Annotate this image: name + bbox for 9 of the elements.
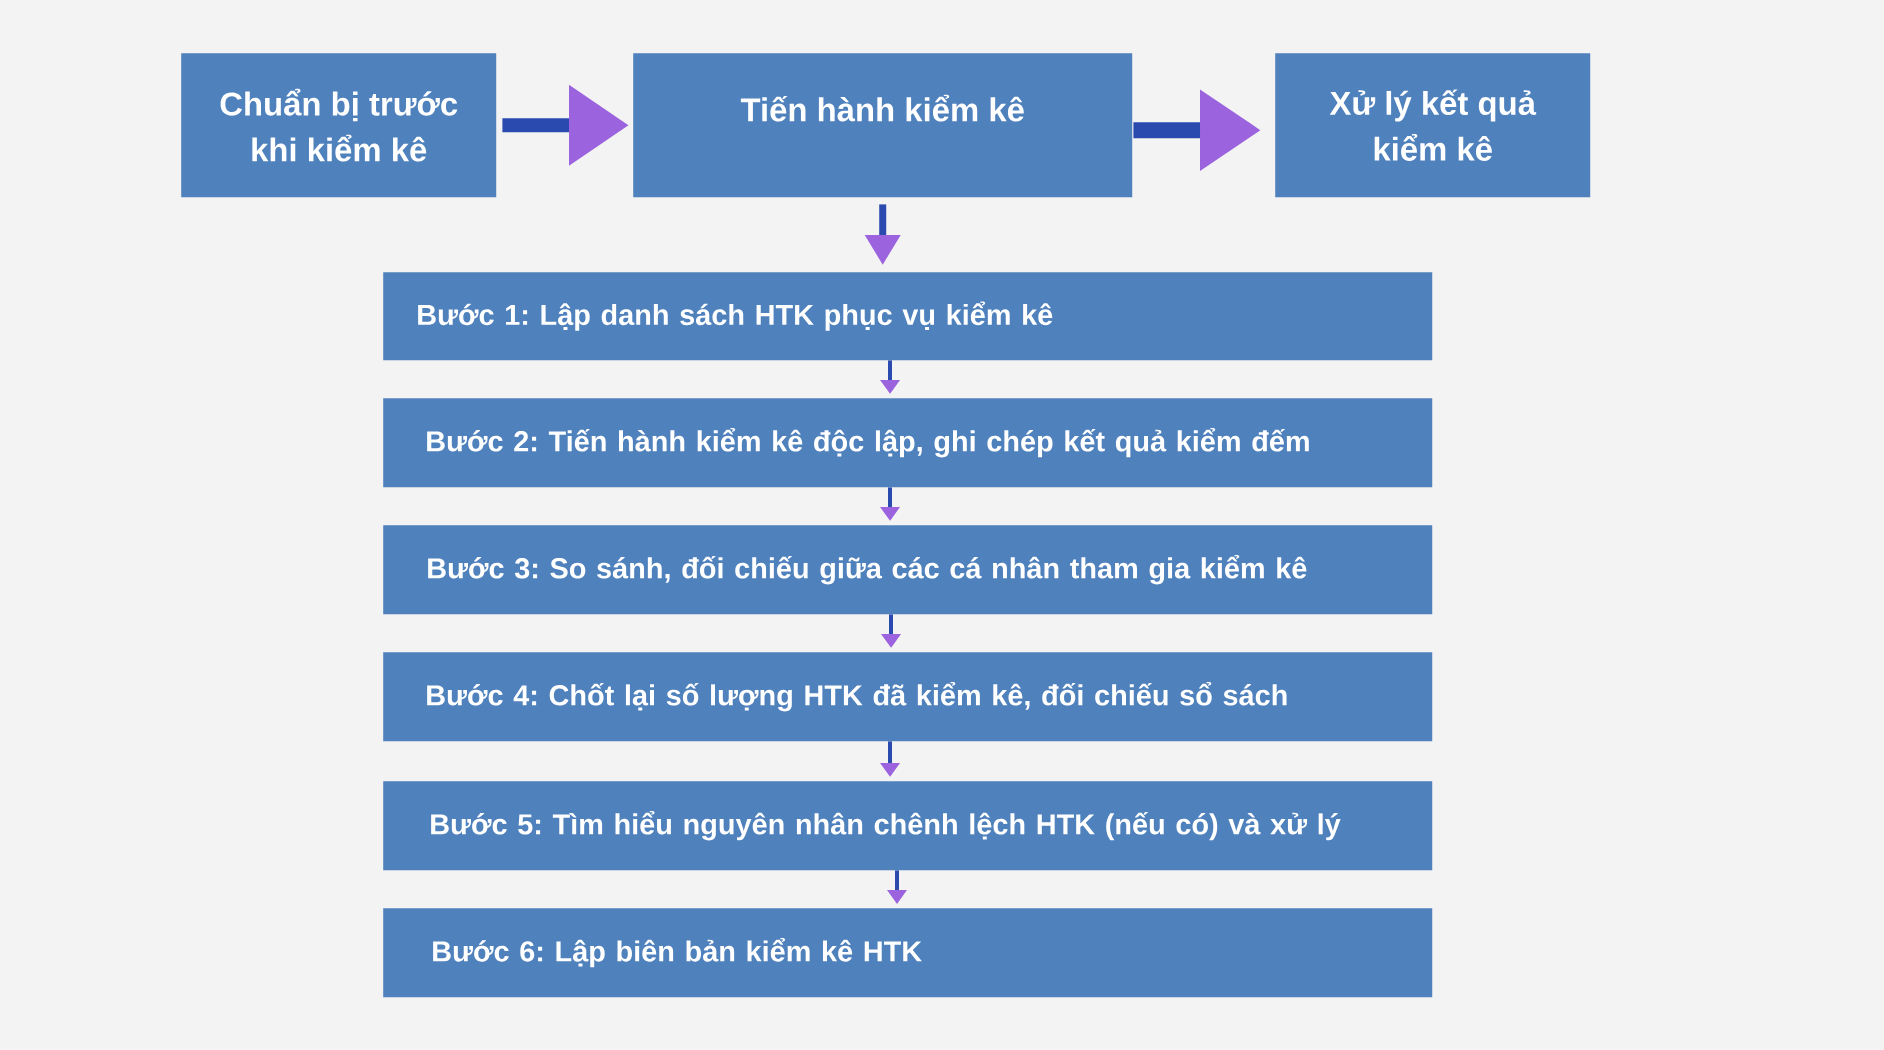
- step-box: Bước 5: Tìm hiểu nguyên nhân chênh lệch HTK (nếu có) và xử lý: [383, 781, 1433, 871]
- process-box: Tiến hành kiểm kê: [633, 53, 1133, 198]
- step-box: Bước 1: Lập danh sách HTK phục vụ kiểm kê: [383, 272, 1433, 361]
- step-box: Bước 6: Lập biên bản kiểm kê HTK: [383, 908, 1433, 998]
- step-box: Bước 4: Chốt lại số lượng HTK đã kiểm kê, đối chiếu sổ sách: [383, 652, 1433, 742]
- step-box: Bước 3: So sánh, đối chiếu giữa các cá nhân tham gia kiểm kê: [383, 525, 1433, 615]
- process-box: Chuẩn bị trước khi kiểm kê: [181, 53, 497, 198]
- process-box: Xử lý kết quả kiểm kê: [1275, 53, 1591, 198]
- step-box: Bước 2: Tiến hành kiểm kê độc lập, ghi chép kết quả kiểm đếm: [383, 398, 1433, 488]
